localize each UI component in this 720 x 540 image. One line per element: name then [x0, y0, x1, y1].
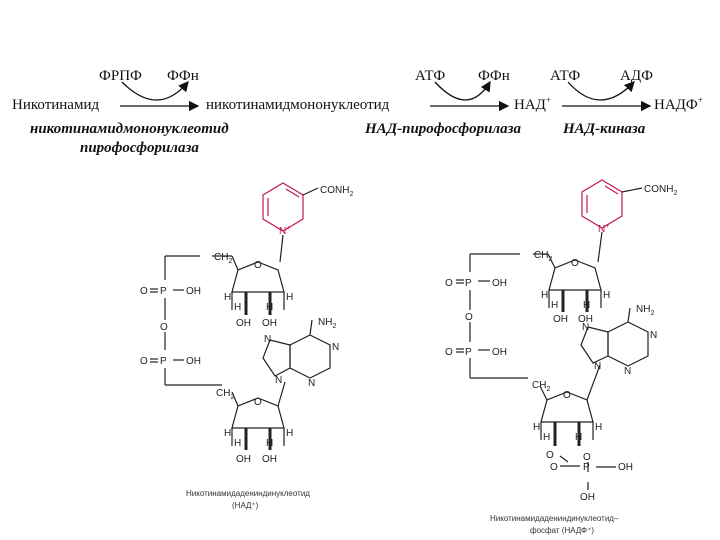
- ribose-upper-right: [533, 253, 602, 312]
- product-nadp: НАДФ+: [654, 95, 703, 113]
- svg-text:CONH2: CONH2: [644, 184, 677, 197]
- nicotinamide-ring-left: [262, 182, 304, 232]
- svg-text:H: H: [234, 302, 241, 313]
- product-nmn: никотинамидмононуклеотид: [206, 97, 390, 113]
- ppi-label-2: ФФн: [478, 68, 510, 84]
- svg-text:O: O: [445, 347, 453, 358]
- svg-text:H: H: [266, 438, 273, 449]
- svg-text:O: O: [254, 260, 262, 271]
- ppi-label-1: ФФн: [167, 68, 199, 84]
- adenine-right: [580, 307, 649, 367]
- nadp-labels: CONH2 N+ CH2 O O P OH O O P OH CH2 O H H…: [445, 184, 677, 535]
- adenine-left: [262, 319, 331, 379]
- svg-text:OH: OH: [492, 278, 507, 289]
- svg-text:N: N: [308, 378, 315, 389]
- svg-text:N: N: [594, 361, 601, 372]
- svg-text:OH: OH: [580, 492, 595, 503]
- svg-text:H: H: [541, 290, 548, 301]
- svg-text:P: P: [465, 347, 472, 358]
- nad-structure: [150, 182, 331, 450]
- svg-text:CH2: CH2: [532, 380, 550, 393]
- atp-label-2: АТФ: [550, 68, 581, 84]
- svg-text:OH: OH: [262, 454, 277, 465]
- svg-text:H: H: [286, 292, 293, 303]
- svg-text:CH2: CH2: [534, 250, 552, 263]
- svg-text:Никотинамидадениндинуклеотид–: Никотинамидадениндинуклеотид–: [490, 514, 619, 523]
- atp-label-1: АТФ: [415, 68, 446, 84]
- svg-text:OH: OH: [262, 318, 277, 329]
- svg-text:O: O: [583, 452, 591, 463]
- svg-text:NH2: NH2: [636, 304, 654, 317]
- arrow-step1-curve: [121, 81, 189, 101]
- svg-text:H: H: [533, 422, 540, 433]
- svg-text:N: N: [264, 334, 271, 345]
- svg-text:O: O: [465, 312, 473, 323]
- svg-text:CONH2: CONH2: [320, 185, 353, 198]
- svg-text:H: H: [551, 300, 558, 311]
- svg-text:OH: OH: [618, 462, 633, 473]
- svg-text:CH2: CH2: [214, 252, 232, 265]
- svg-text:P: P: [160, 356, 167, 367]
- svg-text:фосфат (НАДФ⁺): фосфат (НАДФ⁺): [530, 526, 594, 535]
- svg-text:O: O: [160, 322, 168, 333]
- svg-text:OH: OH: [578, 314, 593, 325]
- svg-text:CH2: CH2: [216, 388, 234, 401]
- svg-text:O: O: [563, 390, 571, 401]
- enzyme-nmn-line1: никотинамидмононуклеотид: [30, 121, 229, 137]
- ribose-lower-right: [539, 385, 594, 446]
- arrow-step3-curve: [567, 81, 635, 101]
- svg-text:N+: N+: [279, 225, 290, 237]
- svg-text:N+: N+: [598, 223, 609, 235]
- svg-text:N: N: [275, 375, 282, 386]
- svg-text:H: H: [595, 422, 602, 433]
- reaction-arrows: [120, 80, 652, 112]
- nadp-structure: [456, 179, 649, 490]
- svg-text:P: P: [583, 462, 590, 473]
- svg-text:O: O: [550, 462, 558, 473]
- enzyme-nad-kinase: НАД-киназа: [563, 121, 646, 137]
- svg-text:H: H: [583, 300, 590, 311]
- svg-text:OH: OH: [553, 314, 568, 325]
- svg-text:OH: OH: [492, 347, 507, 358]
- svg-text:H: H: [603, 290, 610, 301]
- svg-text:P: P: [160, 286, 167, 297]
- svg-text:H: H: [286, 428, 293, 439]
- frpf-label: ФРПФ: [99, 68, 142, 84]
- svg-text:H: H: [224, 428, 231, 439]
- svg-text:(НАД⁺): (НАД⁺): [232, 501, 259, 510]
- svg-text:H: H: [575, 432, 582, 443]
- svg-text:N: N: [582, 322, 589, 333]
- enzyme-nad-pyrophosphorylase: НАД-пирофосфорилаза: [365, 121, 521, 137]
- svg-text:O: O: [546, 450, 554, 461]
- ribose-upper-left: [212, 255, 285, 315]
- svg-text:H: H: [234, 438, 241, 449]
- svg-text:OH: OH: [236, 318, 251, 329]
- svg-text:N: N: [624, 366, 631, 377]
- svg-text:N: N: [650, 330, 657, 341]
- product-nad: НАД+: [514, 95, 551, 113]
- substrate-nicotinamide: Никотинамид: [12, 97, 100, 113]
- enzyme-nmn-line2: пирофосфорилаза: [80, 140, 199, 156]
- nad-labels: CONH2 N+ CH2 O O P OH O O P OH CH2 O H H…: [140, 185, 353, 510]
- svg-text:OH: OH: [236, 454, 251, 465]
- arrow-step2-curve: [434, 80, 491, 101]
- ribose-lower-left: [231, 391, 285, 450]
- adp-label: АДФ: [620, 68, 653, 84]
- svg-text:OH: OH: [186, 286, 201, 297]
- svg-text:H: H: [224, 292, 231, 303]
- nicotinamide-ring-right: [581, 179, 623, 229]
- svg-text:H: H: [543, 432, 550, 443]
- svg-text:O: O: [140, 286, 148, 297]
- svg-text:O: O: [254, 397, 262, 408]
- svg-text:O: O: [445, 278, 453, 289]
- svg-text:O: O: [571, 258, 579, 269]
- svg-text:N: N: [332, 342, 339, 353]
- svg-text:Никотинамидадениндинуклеотид: Никотинамидадениндинуклеотид: [186, 489, 310, 498]
- svg-text:NH2: NH2: [318, 317, 336, 330]
- svg-text:OH: OH: [186, 356, 201, 367]
- svg-text:H: H: [266, 302, 273, 313]
- svg-text:O: O: [140, 356, 148, 367]
- svg-text:P: P: [465, 278, 472, 289]
